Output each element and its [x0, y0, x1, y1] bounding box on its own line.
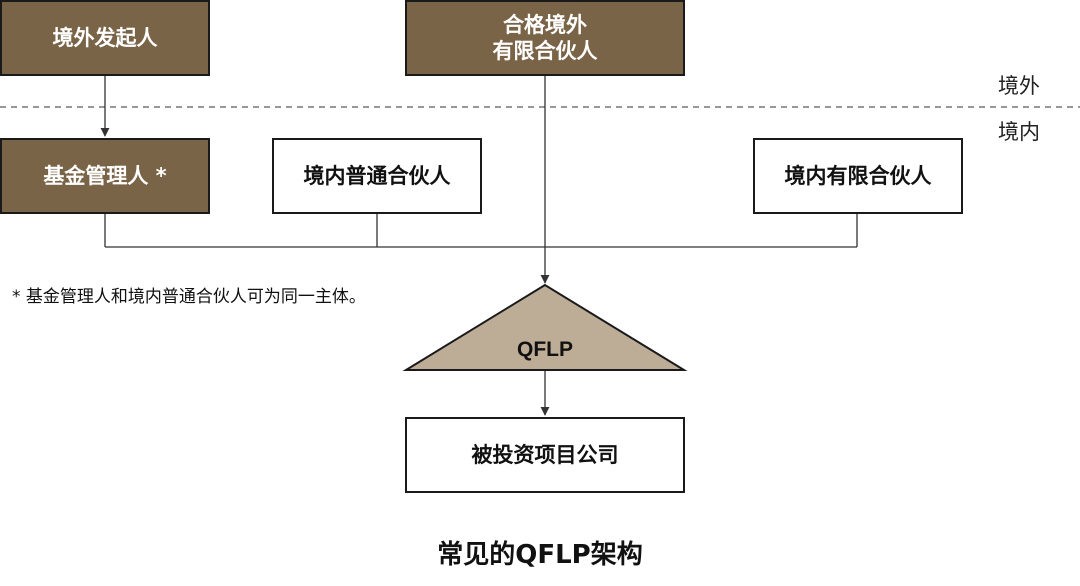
- domestic-gp-box: 境内普通合伙人: [272, 138, 482, 214]
- footnote: * 基金管理人和境内普通合伙人可为同一主体。: [12, 287, 366, 307]
- portfolio-company-box: 被投资项目公司: [405, 417, 685, 493]
- region-onshore-label: 境内: [998, 120, 1040, 144]
- portfolio-company-label: 被投资项目公司: [471, 442, 619, 467]
- qflp-label: QFLP: [517, 338, 573, 361]
- diagram-caption: 常见的QFLP架构: [437, 540, 643, 570]
- domestic-lp-box: 境内有限合伙人: [753, 138, 963, 214]
- fund-manager-label: 基金管理人 *: [43, 163, 167, 188]
- region-offshore-label: 境外: [998, 74, 1040, 98]
- fund-manager-box: 基金管理人 *: [0, 138, 210, 214]
- qualified-offshore-lp-label: 合格境外 有限合伙人: [492, 12, 598, 63]
- offshore-sponsor-box: 境外发起人: [0, 0, 210, 76]
- qflp-triangle: [402, 283, 688, 371]
- domestic-lp-label: 境内有限合伙人: [784, 163, 932, 188]
- domestic-gp-label: 境内普通合伙人: [303, 163, 451, 188]
- qualified-offshore-lp-box: 合格境外 有限合伙人: [405, 0, 685, 76]
- offshore-sponsor-label: 境外发起人: [52, 25, 158, 50]
